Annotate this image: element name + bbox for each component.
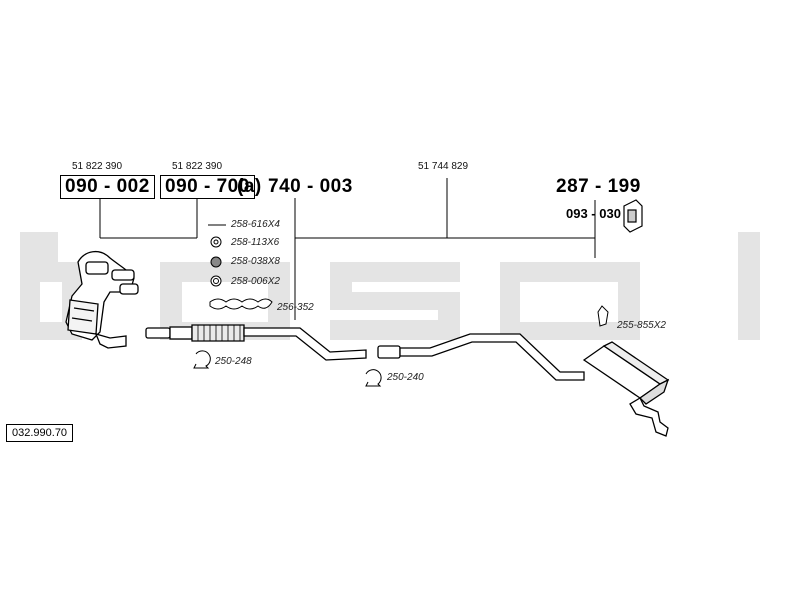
clamp-front-icon [193,350,211,369]
middle-pipe [377,333,585,381]
accessory-label-a4: 258-006X2 [231,276,280,287]
accessory-label-clamp-front: 250-248 [215,356,252,367]
oem-number-right: 51 744 829 [418,161,469,172]
rubber-mount-icon [597,305,609,327]
oem-number-left: 51 822 390 [72,161,123,172]
accessory-label-a3: 258-038X8 [231,256,280,267]
clamp-mid-icon [365,369,382,387]
accessory-label-rubber-mount: 255-855X2 [617,320,666,331]
accessory-label-a2: 258-113X6 [231,237,280,248]
oem-number-middle: 51 822 390 [172,161,223,172]
accessory-label-clamp-mid: 250-240 [387,372,424,383]
front-pipe [145,324,367,361]
accessory-icons [193,224,609,387]
accessory-label-gasket: 256-352 [277,302,314,313]
reference-number: 032.990.70 [6,424,74,442]
part-number-middle-pipe: 740 - 003 [268,176,353,197]
part-number-rear-mount: 093 - 030 [566,206,621,221]
catalytic-converter [65,251,139,349]
gasket-icon [209,298,273,310]
part-number-catalyst: 090 - 002 [60,175,155,199]
rear-mount-bracket [623,199,643,233]
part-number-front-pipe: 090 - 700 [160,175,255,199]
rear-silencer [582,341,670,437]
accessory-label-a1: 258-616X4 [231,219,280,230]
leader-lines [99,178,596,320]
watermark-bosal [20,232,760,340]
nut-icon [210,256,222,268]
part-number-rear-silencer: 287 - 199 [556,176,641,197]
part-number-front-pipe-suffix: (a) [237,176,262,197]
